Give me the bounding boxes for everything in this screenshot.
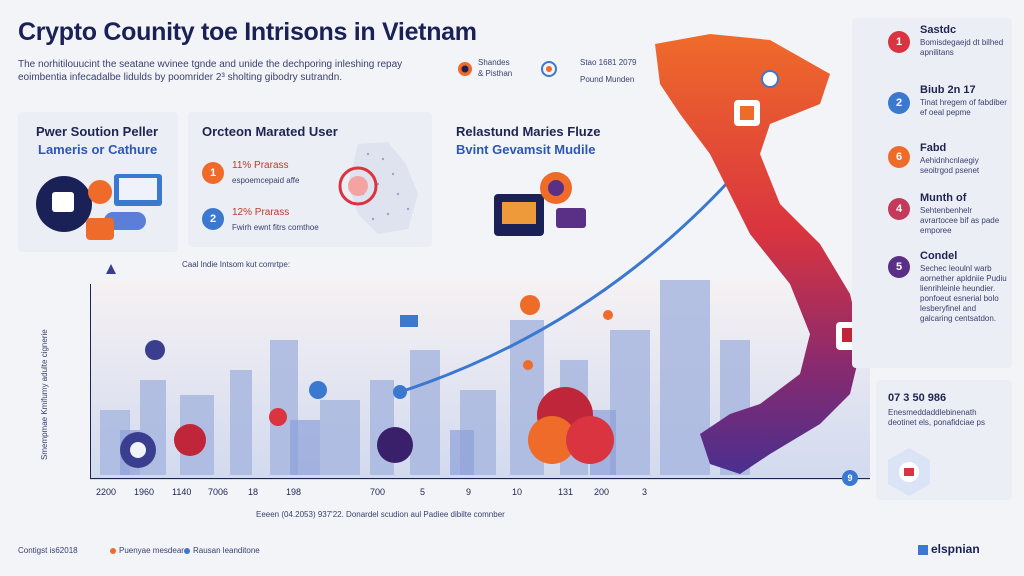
sidebar-item-body: Bomisdegaejd dt bilhed apnilitans — [920, 38, 1004, 57]
trend-point — [523, 360, 533, 370]
chart-caption: Caal lndie Intsom kut comrtpe: — [182, 260, 291, 269]
x-tick: 131 — [558, 487, 574, 497]
trend-line — [393, 178, 732, 399]
stat-2-desc: Fwirh ewnt fitrs comthoe — [232, 223, 319, 232]
sidebar-stat-card: 07 3 50 986 Enesmeddaddlebinenath deotin… — [876, 380, 1012, 500]
x-tick: 10 — [512, 487, 523, 497]
dotted-globe-icon — [338, 142, 418, 234]
card-related-markets-subtitle: Bvint Gevamsit Mudile — [456, 142, 596, 157]
footer-legend-2-label: Rausan leanditone — [193, 546, 260, 555]
stat-2-value: 12% Prarass — [232, 207, 290, 218]
x-axis-label: Eeeen (04.2053) 937'22. Donardel scudion… — [256, 510, 505, 519]
sidebar-item-badge: 5 — [888, 256, 910, 278]
sidebar-item-body: Tinat hregem of fabdiber ef oeal pepme — [920, 98, 1007, 117]
hardware-illustration-icon — [36, 174, 162, 240]
footer-copyright: Contigst is62018 — [18, 546, 78, 555]
node-icon — [520, 295, 540, 315]
device-illustration-icon — [494, 172, 586, 236]
chart-nodes — [120, 295, 614, 468]
page-title: Crypto Counity toe Intrisons in Vietnam — [18, 18, 477, 46]
sidebar-stat-value: 07 3 50 986 — [888, 392, 947, 404]
header-legend-1-b: & Pisthan — [478, 69, 513, 78]
chart-area: Smempmae Kmifumy adulte cignerie — [30, 178, 870, 480]
node-icon — [174, 424, 206, 456]
node-icon — [377, 427, 413, 463]
x-tick: 5 — [420, 487, 426, 497]
coin-icon — [458, 62, 472, 76]
x-axis-line — [90, 478, 870, 479]
sidebar-item-title: Condel — [920, 250, 958, 262]
footer-brand-label: elspnian — [931, 542, 980, 556]
x-tick: 1140 — [172, 487, 192, 497]
stat-1-desc: espoemcepaid affe — [232, 176, 300, 185]
x-tick: 18 — [248, 487, 259, 497]
ring-icon — [541, 61, 557, 77]
y-axis-line — [90, 284, 91, 479]
sidebar-stat-body: Enesmeddaddlebinenath deotinet els, pona… — [888, 408, 985, 427]
sidebar-item-body: Sehtenbenhelr avrartocee bif as pade emp… — [920, 206, 1000, 235]
page-subtitle: The norhitilouucint the seatane wvinee t… — [18, 59, 403, 83]
card-operation-user: Orcteon Marated User 1 11% Prarass espoe… — [188, 112, 432, 247]
node-icon — [269, 408, 287, 426]
pin-icon — [104, 262, 118, 276]
stat-1-value: 11% Prarass — [232, 160, 289, 171]
trend-point — [393, 385, 407, 399]
card-related-markets: Relastund Maries Fluze Bvint Gevamsit Mu… — [446, 112, 646, 252]
hexagon-badge-icon — [888, 448, 930, 496]
x-tick: 198 — [286, 487, 302, 497]
header-legend-1-a: Shandes — [478, 58, 510, 67]
sidebar-item-body: Sechec leoulnl warb aornether apldniie P… — [920, 264, 1007, 323]
stat-2-badge: 2 — [202, 208, 224, 230]
footer-legend-1-label: Puenyae mesdear — [119, 546, 184, 555]
legend-dot-icon — [110, 547, 116, 554]
sidebar-item-badge: 2 — [888, 92, 910, 114]
header-legend-2-b: Pound Munden — [580, 75, 635, 84]
legend-dot-icon — [184, 547, 190, 554]
node-icon — [145, 340, 165, 360]
x-tick: 200 — [594, 487, 610, 497]
card-power-solution-title: Pwer Soution Peller — [36, 124, 159, 139]
card-related-markets-title: Relastund Maries Fluze — [456, 124, 601, 139]
map-badge: 9 — [842, 470, 858, 486]
sidebar-item-badge: 6 — [888, 146, 910, 168]
sidebar-item-body: Aehidnhcnlaegiy seoitrgod psenet — [920, 156, 980, 175]
header-legend-2-a: Stao 1681 2079 — [580, 58, 637, 67]
x-ticks: 2200 1960 1140 7006 18 198 700 5 9 10 13… — [90, 487, 690, 501]
x-tick: 700 — [370, 487, 386, 497]
node-icon — [400, 315, 418, 327]
map-marker-icon — [761, 70, 779, 88]
sidebar-item-title: Munth of — [920, 192, 967, 204]
card-power-solution: Pwer Soution Peller Lameris or Cathure — [18, 112, 178, 252]
sidebar-item-badge: 4 — [888, 198, 910, 220]
x-tick: 3 — [642, 487, 648, 497]
footer-brand: elspnian — [918, 542, 980, 556]
sidebar-item-badge: 1 — [888, 31, 910, 53]
sidebar-item-title: Sastdc — [920, 24, 957, 36]
x-tick: 9 — [466, 487, 472, 497]
trend-point — [603, 310, 613, 320]
node-icon — [566, 416, 614, 464]
card-power-solution-subtitle: Lameris or Cathure — [38, 142, 158, 157]
card-operation-user-title: Orcteon Marated User — [202, 124, 338, 139]
stat-1-badge: 1 — [202, 162, 224, 184]
x-tick: 1960 — [134, 487, 155, 497]
brand-logo-icon — [918, 544, 928, 555]
footer-legend-2: Rausan leanditone — [184, 546, 260, 555]
node-icon — [528, 416, 576, 464]
x-tick: 7006 — [208, 487, 229, 497]
sidebar-item-title: Fabd — [920, 142, 947, 154]
sidebar: 1 Sastdc Bomisdegaejd dt bilhed apnilita… — [852, 18, 1012, 368]
x-tick: 2200 — [96, 487, 117, 497]
footer-legend-1: Puenyae mesdear — [110, 546, 184, 555]
node-icon — [309, 381, 327, 399]
sidebar-item-title: Biub 2n 17 — [920, 84, 976, 96]
